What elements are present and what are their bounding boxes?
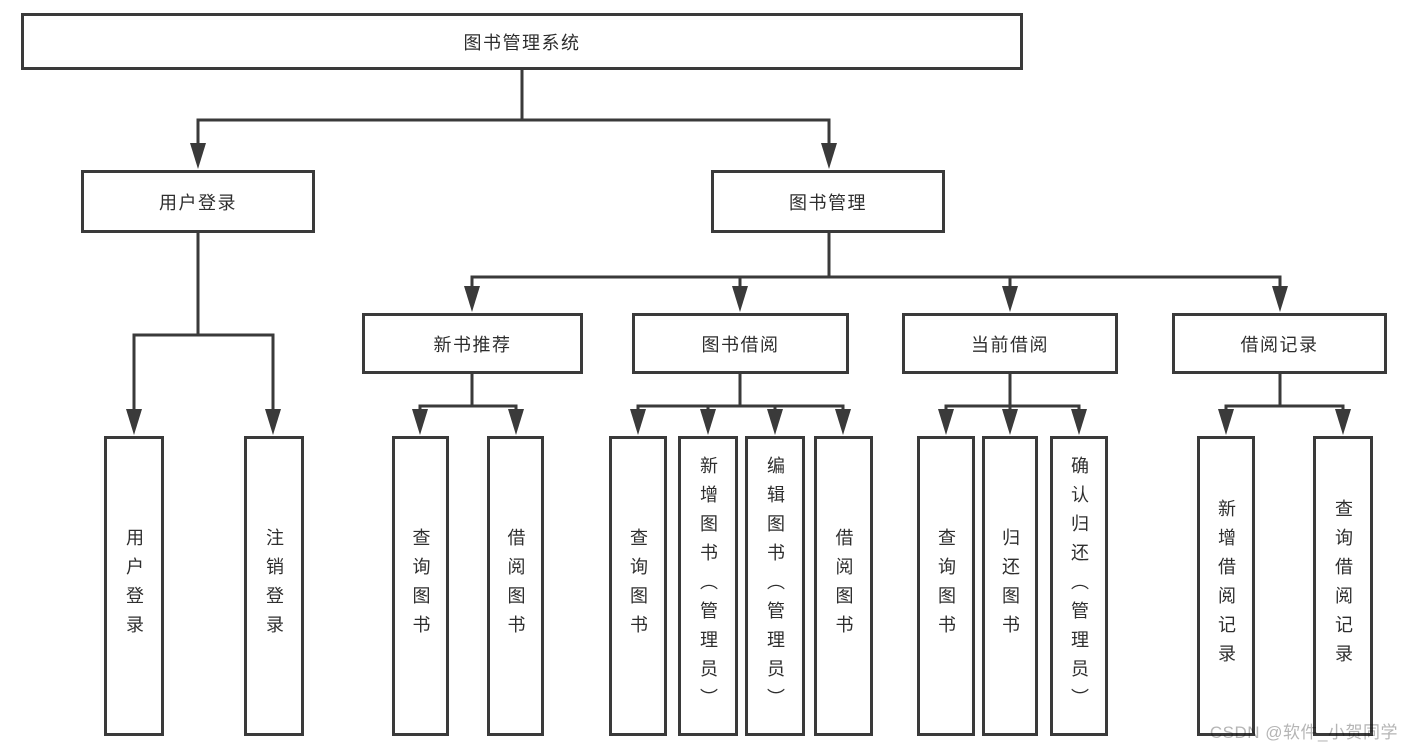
arrow-icon (700, 409, 716, 435)
node-label: 新增借阅记录 (1216, 499, 1236, 673)
arrow-icon (1002, 409, 1018, 435)
node-label: 查询图书 (410, 528, 431, 644)
node-user-login-branch: 用户登录 (81, 170, 315, 233)
node-label: 借阅图书 (833, 528, 854, 644)
arrow-icon (767, 409, 783, 435)
node-label: 注销登录 (264, 528, 284, 644)
leaf-query-borrow-record: 查询借阅记录 (1313, 436, 1373, 736)
arrow-icon (1002, 286, 1018, 312)
arrow-icon (508, 409, 524, 435)
leaf-borrowing-borrow-books: 借阅图书 (814, 436, 873, 736)
node-current-borrowing: 当前借阅 (902, 313, 1118, 374)
node-label: 用户登录 (159, 192, 237, 213)
leaf-confirm-return-admin: 确认归还（管理员） (1050, 436, 1108, 736)
arrow-icon (1272, 286, 1288, 312)
arrow-icon (126, 409, 142, 435)
arrow-icon (464, 286, 480, 312)
connector-currentborrow-to-leaves (944, 374, 1081, 412)
connector-newbook-to-leaves (418, 374, 518, 412)
node-borrowing-records: 借阅记录 (1172, 313, 1387, 374)
arrowheads (126, 143, 1351, 435)
node-label: 查询图书 (936, 528, 956, 644)
leaf-borrowing-query-books: 查询图书 (609, 436, 667, 736)
connector-userlogin-to-leaves (132, 233, 275, 412)
node-library-system: 图书管理系统 (21, 13, 1023, 70)
leaf-add-borrow-record: 新增借阅记录 (1197, 436, 1255, 736)
node-label: 归还图书 (1000, 528, 1020, 644)
leaf-return-books: 归还图书 (982, 436, 1038, 736)
leaf-recommend-query-books: 查询图书 (392, 436, 449, 736)
node-label: 借阅图书 (505, 528, 526, 644)
node-label: 借阅记录 (1240, 334, 1319, 355)
connector-root-to-level2 (196, 70, 831, 146)
arrow-icon (265, 409, 281, 435)
arrow-icon (732, 286, 748, 312)
connector-records-to-leaves (1224, 374, 1345, 412)
leaf-edit-books-admin: 编辑图书（管理员） (745, 436, 805, 736)
leaf-add-books-admin: 新增图书（管理员） (678, 436, 738, 736)
arrow-icon (190, 143, 206, 169)
leaf-current-query-books: 查询图书 (917, 436, 975, 736)
node-book-management: 图书管理 (711, 170, 945, 233)
leaf-recommend-borrow-books: 借阅图书 (487, 436, 544, 736)
node-label: 确认归还（管理员） (1069, 455, 1089, 717)
node-label: 查询图书 (628, 528, 648, 644)
arrow-icon (835, 409, 851, 435)
arrow-icon (1218, 409, 1234, 435)
node-label: 编辑图书（管理员） (765, 455, 785, 717)
node-label: 用户登录 (124, 528, 144, 644)
leaf-logout: 注销登录 (244, 436, 304, 736)
node-label: 图书管理系统 (463, 32, 581, 53)
node-label: 新书推荐 (433, 334, 512, 355)
node-label: 图书借阅 (701, 334, 780, 355)
connector-bookmgmt-to-level3 (470, 233, 1282, 289)
arrow-icon (821, 143, 837, 169)
node-label: 新增图书（管理员） (698, 455, 718, 717)
arrow-icon (938, 409, 954, 435)
arrow-icon (1071, 409, 1087, 435)
node-label: 图书管理 (789, 192, 867, 213)
node-book-borrowing: 图书借阅 (632, 313, 849, 374)
arrow-icon (630, 409, 646, 435)
connector-bookborrow-to-leaves (636, 374, 845, 412)
node-label: 查询借阅记录 (1333, 499, 1353, 673)
leaf-user-login: 用户登录 (104, 436, 164, 736)
node-label: 当前借阅 (971, 334, 1049, 355)
node-new-book-recommend: 新书推荐 (362, 313, 583, 374)
arrow-icon (1335, 409, 1351, 435)
arrow-icon (412, 409, 428, 435)
